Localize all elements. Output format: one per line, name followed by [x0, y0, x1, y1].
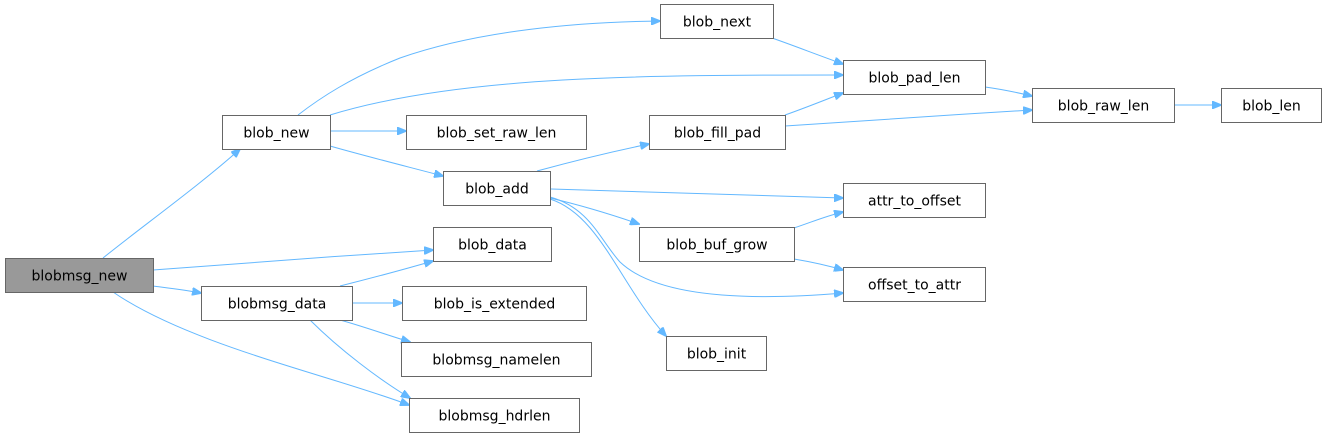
edge-blobmsg_new-to-blob_new: [102, 149, 240, 259]
node-label: blob_new: [243, 126, 309, 142]
node-label: blob_add: [465, 182, 529, 198]
node-label: blob_buf_grow: [666, 238, 767, 254]
edge-blob_add-to-blob_fill_pad: [536, 144, 649, 172]
node-box: [843, 183, 986, 218]
node-blob_data[interactable]: blob_data: [433, 227, 552, 262]
node-box: [402, 286, 587, 321]
node-box: [5, 258, 154, 293]
edge-blobmsg_data-to-blobmsg_hdrlen: [309, 319, 410, 398]
node-box: [1221, 88, 1322, 123]
node-box: [222, 115, 331, 150]
node-label: blobmsg_namelen: [432, 353, 560, 369]
node-box: [1032, 88, 1175, 123]
node-blob_next[interactable]: blob_next: [660, 4, 774, 39]
edge-blob_add-to-offset_to_attr: [549, 196, 843, 297]
node-label: blob_next: [683, 15, 752, 31]
edge-blob_fill_pad-to-blob_raw_len: [784, 110, 1032, 127]
edge-blobmsg_new-to-blobmsg_hdrlen: [112, 291, 409, 405]
edge-blob_new-to-blob_add: [329, 145, 443, 176]
node-label: blob_data: [458, 238, 527, 254]
node-label: blob_len: [1242, 99, 1301, 115]
node-offset_to_attr[interactable]: offset_to_attr: [843, 267, 986, 302]
nodes-layer: blobmsg_new blob_new blob_data blobmsg_data…: [5, 4, 1322, 433]
node-box: [406, 115, 587, 150]
node-box: [843, 60, 986, 95]
node-label: blobmsg_data: [228, 297, 327, 313]
edge-blob_add-to-blob_init: [549, 198, 666, 336]
node-label: blob_pad_len: [869, 71, 961, 87]
edge-blob_buf_grow-to-attr_to_offset: [793, 212, 843, 229]
node-blob_fill_pad[interactable]: blob_fill_pad: [649, 115, 786, 150]
edge-blob_add-to-attr_to_offset: [549, 188, 843, 198]
node-blob_raw_len[interactable]: blob_raw_len: [1032, 88, 1175, 123]
node-box: [843, 267, 986, 302]
node-box: [443, 171, 551, 206]
node-box: [666, 336, 767, 371]
node-blobmsg_new[interactable]: blobmsg_new: [5, 258, 154, 293]
node-label: blobmsg_new: [32, 269, 128, 285]
node-blobmsg_data[interactable]: blobmsg_data: [201, 286, 353, 321]
node-box: [409, 398, 580, 433]
node-box: [649, 115, 786, 150]
node-box: [201, 286, 353, 321]
node-blob_is_extended[interactable]: blob_is_extended: [402, 286, 587, 321]
node-blobmsg_hdrlen[interactable]: blobmsg_hdrlen: [409, 398, 580, 433]
node-label: blob_fill_pad: [674, 126, 761, 142]
node-box: [639, 227, 795, 262]
edge-blobmsg_data-to-blobmsg_namelen: [339, 319, 410, 342]
node-label: blob_raw_len: [1058, 99, 1149, 115]
node-label: offset_to_attr: [868, 278, 961, 294]
node-blob_len[interactable]: blob_len: [1221, 88, 1322, 123]
node-box: [433, 227, 552, 262]
node-blobmsg_namelen[interactable]: blobmsg_namelen: [401, 342, 592, 377]
node-blob_init[interactable]: blob_init: [666, 336, 767, 371]
edge-blob_buf_grow-to-offset_to_attr: [793, 258, 843, 270]
node-box: [401, 342, 592, 377]
edge-blob_pad_len-to-blob_raw_len: [984, 86, 1032, 96]
node-attr_to_offset[interactable]: attr_to_offset: [843, 183, 986, 218]
edge-blob_fill_pad-to-blob_pad_len: [784, 93, 843, 116]
node-label: attr_to_offset: [868, 194, 961, 210]
node-blob_set_raw_len[interactable]: blob_set_raw_len: [406, 115, 587, 150]
node-blob_pad_len[interactable]: blob_pad_len: [843, 60, 986, 95]
node-label: blob_is_extended: [434, 297, 555, 313]
node-box: [660, 4, 774, 39]
edges-layer: [102, 21, 1221, 405]
node-blob_buf_grow[interactable]: blob_buf_grow: [639, 227, 795, 262]
node-blob_new[interactable]: blob_new: [222, 115, 331, 150]
edge-blob_new-to-blob_next: [297, 21, 660, 116]
edge-blobmsg_data-to-blob_data: [339, 261, 433, 287]
edge-blobmsg_new-to-blobmsg_data: [152, 285, 201, 293]
node-label: blob_set_raw_len: [437, 126, 557, 142]
node-blob_add[interactable]: blob_add: [443, 171, 551, 206]
edge-blobmsg_new-to-blob_data: [152, 250, 433, 271]
node-label: blob_init: [687, 347, 747, 363]
node-label: blobmsg_hdrlen: [439, 409, 551, 425]
edge-blob_next-to-blob_pad_len: [771, 37, 843, 64]
edge-blob_new-to-blob_pad_len: [329, 75, 843, 116]
